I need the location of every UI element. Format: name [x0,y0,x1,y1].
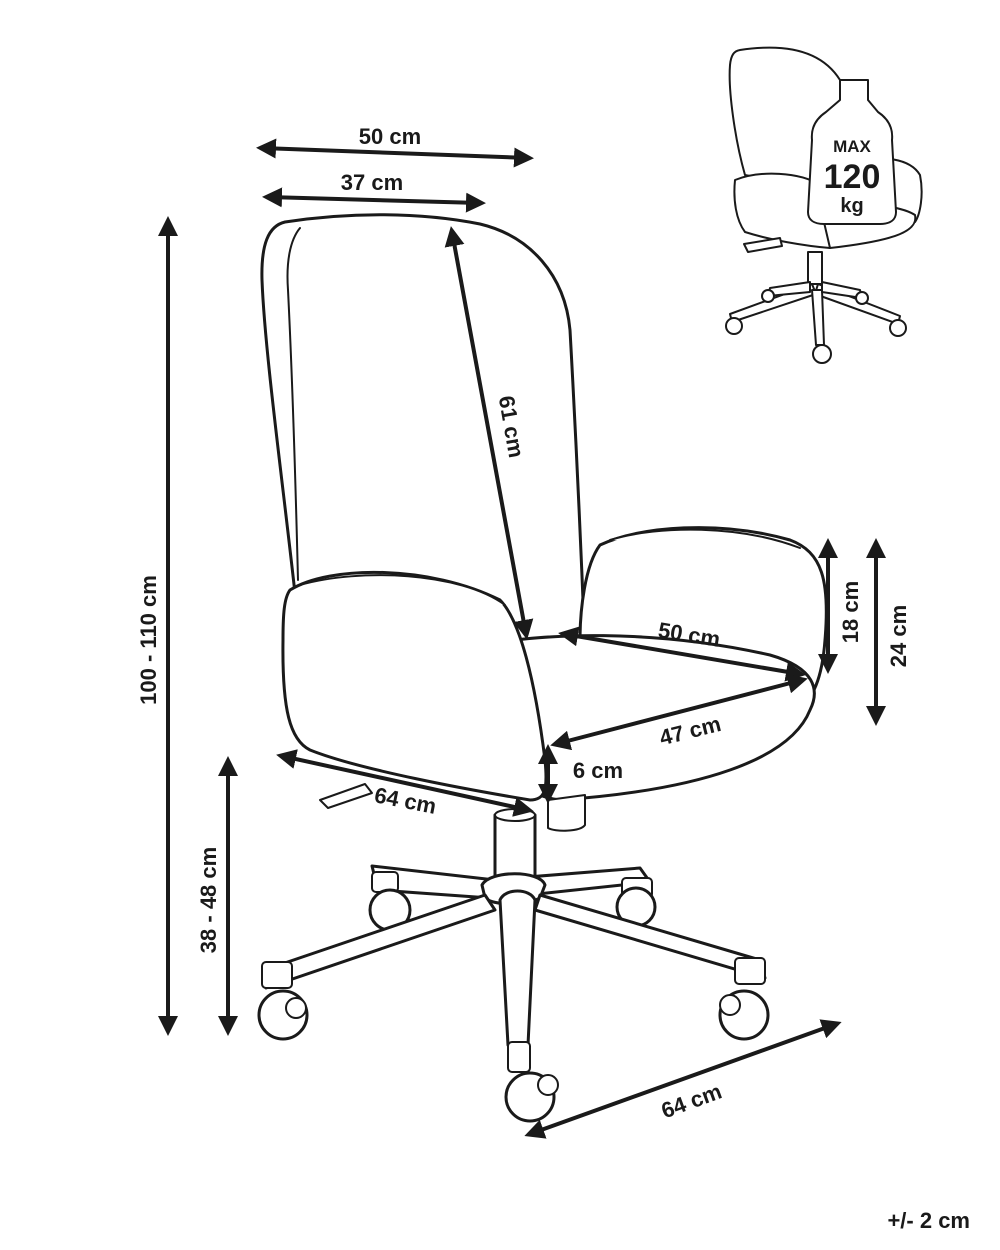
label-seat-height: 38 - 48 cm [196,847,221,953]
weight-unit: kg [840,195,863,217]
weight-icon [807,79,897,225]
dim-line-backrest-height [444,226,534,640]
caster-front-left [257,961,309,1041]
dim-line-top-width-outer [256,138,534,168]
label-top-width-inner: 37 cm [341,170,403,195]
weight-value: 120 [824,158,881,196]
seat-mechanism [547,794,586,832]
caster-back-right [615,877,657,928]
backrest-inner-edge [286,227,301,581]
label-armrest-inner: 18 cm [838,581,863,643]
dim-line-top-width-inner [262,187,486,213]
label-total-height: 100 - 110 cm [136,575,161,705]
label-seat-thickness: 6 cm [573,758,623,783]
dim-line-base-width [524,1019,842,1139]
dim-line-seat-width-back [558,626,806,682]
dimension-lines [158,138,886,1139]
weight-prefix: MAX [833,137,871,156]
label-armrest-outer: 24 cm [886,605,911,667]
dim-line-overall-depth [276,749,534,817]
caster-front-right [718,957,770,1041]
height-lever [319,783,373,809]
tolerance-note: +/- 2 cm [887,1208,970,1233]
caster-front [504,1041,559,1123]
weight-capacity-illustration: MAX 120 kg [725,46,923,364]
caster-back-left [368,871,412,932]
base-leg-front [498,889,537,1047]
label-top-width-outer: 50 cm [359,124,421,149]
gas-cylinder [493,813,537,882]
chair-illustration [257,213,828,1123]
dim-line-seat-depth [550,673,808,751]
armrest-right-edge [609,528,801,549]
